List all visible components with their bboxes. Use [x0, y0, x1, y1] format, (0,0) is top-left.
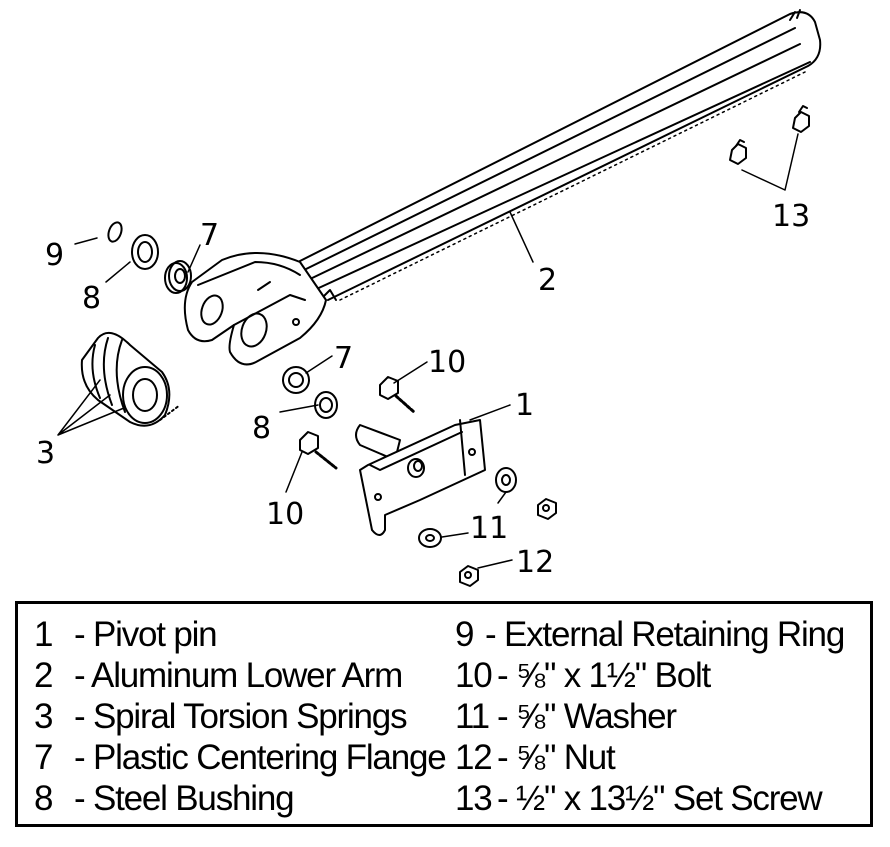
- legend-item: 8 - Steel Bushing: [34, 778, 446, 819]
- legend-item-description: - ⅝" Nut: [497, 738, 616, 777]
- centering-flange-part: [282, 366, 310, 394]
- legend-item-number: 10: [455, 656, 493, 695]
- leader-lines: [57, 133, 799, 569]
- pivot-pin-part: [355, 419, 486, 536]
- exploded-parts-diagram: 9 8 7 2 13 3 7 10 1 8 10 11 12: [36, 9, 822, 587]
- callout-3: 3: [36, 436, 55, 471]
- legend-item: 1 - Pivot pin: [34, 614, 446, 655]
- callout-10: 10: [428, 345, 466, 380]
- legend-item-number: 3: [34, 697, 53, 736]
- legend-column-left: 1 - Pivot pin 2 - Aluminum Lower Arm 3 -…: [34, 614, 447, 819]
- callout-8: 8: [252, 411, 271, 446]
- parts-legend: 1 - Pivot pin 2 - Aluminum Lower Arm 3 -…: [15, 601, 873, 827]
- retaining-ring-part: [107, 221, 123, 243]
- callout-7: 7: [200, 218, 219, 253]
- callout-8: 8: [82, 281, 101, 316]
- callout-1: 1: [515, 388, 534, 423]
- lower-arm-part: [183, 9, 822, 366]
- callout-9: 9: [45, 238, 64, 273]
- legend-item: 7 - Plastic Centering Flange: [34, 737, 447, 778]
- callout-7: 7: [334, 341, 353, 376]
- legend-item-number: 8: [34, 779, 53, 818]
- legend-item: 2 - Aluminum Lower Arm: [34, 655, 446, 696]
- legend-item: 3 - Spiral Torsion Springs: [34, 696, 446, 737]
- callout-12: 12: [516, 545, 554, 580]
- callout-13: 13: [772, 199, 810, 234]
- legend-item-number: 1: [34, 615, 53, 654]
- legend-item-description: - Plastic Centering Flange: [74, 738, 447, 777]
- legend-item: 13 - ½" x 13½" Set Screw: [455, 778, 844, 819]
- legend-item: 11 - ⅝" Washer: [455, 696, 844, 737]
- legend-item-description: - ⅝" Washer: [497, 697, 677, 736]
- callout-2: 2: [538, 263, 557, 298]
- legend-item-description: - Steel Bushing: [74, 779, 295, 818]
- legend-item-number: 9: [455, 615, 474, 654]
- legend-item-description: - External Retaining Ring: [485, 615, 845, 654]
- torsion-springs-part: [80, 331, 181, 427]
- legend-item-number: 11: [455, 697, 490, 736]
- centering-flange-part: [164, 260, 192, 294]
- set-screw-part: [729, 105, 810, 165]
- legend-column-right: 9 - External Retaining Ring 10 - ⅝" x 1½…: [455, 614, 845, 819]
- legend-item-number: 12: [455, 738, 493, 777]
- nut-part: [459, 498, 557, 587]
- callout-10: 10: [266, 497, 304, 532]
- legend-item-number: 2: [34, 656, 53, 695]
- legend-item: 12 - ⅝" Nut: [455, 737, 844, 778]
- legend-item-description: - Aluminum Lower Arm: [74, 656, 403, 695]
- legend-item-description: - Pivot pin: [74, 615, 218, 654]
- legend-item-number: 13: [455, 779, 493, 818]
- legend-item: 10 - ⅝" x 1½" Bolt: [455, 655, 844, 696]
- legend-item-number: 7: [34, 738, 53, 777]
- legend-item-description: - Spiral Torsion Springs: [74, 697, 408, 736]
- steel-bushing-part: [131, 234, 159, 270]
- callout-11: 11: [470, 511, 508, 546]
- legend-item-description: - ⅝" x 1½" Bolt: [497, 656, 711, 695]
- legend-item: 9 - External Retaining Ring: [455, 614, 845, 655]
- legend-item-description: - ½" x 13½" Set Screw: [497, 779, 823, 818]
